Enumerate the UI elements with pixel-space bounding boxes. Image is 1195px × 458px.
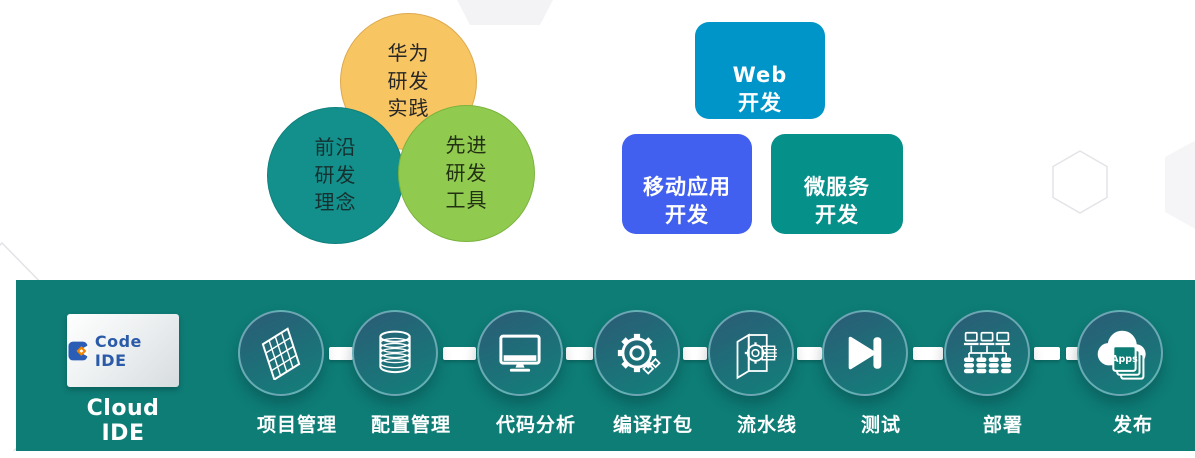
step-circle-pipeline [708, 310, 794, 396]
connector-bar [913, 347, 943, 360]
connector-bar [329, 347, 353, 360]
step-label: 编译打包 [612, 414, 693, 436]
step-label: 发布 [1112, 414, 1153, 436]
step-label: 部署 [982, 414, 1023, 436]
network-icon [963, 331, 1012, 374]
step-circle-deploy [944, 310, 1030, 396]
step-circle-release: Apps [1077, 310, 1163, 396]
venn-circle-frontier-concept: 前沿 研发 理念 [267, 107, 404, 244]
hexagon-shape [457, 0, 553, 25]
database-icon [379, 330, 411, 374]
cloud-apps-icon: Apps [1097, 330, 1146, 380]
hexagon-shape [1165, 140, 1195, 229]
connector-bar [797, 347, 822, 360]
step-circle-build-package [594, 310, 680, 396]
gear-icon [617, 333, 661, 375]
code-ide-logo-card: Code IDE [67, 314, 179, 387]
monitor-icon [499, 334, 541, 372]
hexagon-outline [1052, 150, 1108, 214]
connector-bar [566, 347, 593, 360]
connector-bar [683, 347, 707, 360]
project-grid-icon [261, 327, 301, 380]
scenario-box-web-dev: Web 开发 [695, 22, 825, 119]
step-circle-project-mgmt [238, 310, 324, 396]
apps-badge: Apps [1111, 354, 1138, 365]
step-label: 项目管理 [256, 414, 337, 436]
step-circle-config-mgmt [352, 310, 438, 396]
code-ide-logo-icon [68, 341, 88, 360]
venn-label: 先进 研发 工具 [445, 133, 488, 213]
step-label: 代码分析 [495, 414, 576, 436]
step-label: 配置管理 [370, 414, 451, 436]
step-circle-test [822, 310, 908, 396]
pipeline-icon [736, 333, 777, 380]
cloud-ide-caption: Cloud IDE [86, 396, 160, 446]
step-circle-code-analysis [477, 310, 563, 396]
scenario-box-mobile-dev: 移动应用 开发 [622, 134, 752, 234]
venn-label: 华为 研发 实践 [387, 41, 430, 121]
scenario-box-micro-dev: 微服务 开发 [771, 134, 903, 234]
venn-label: 前沿 研发 理念 [314, 135, 357, 215]
bottom-strip [0, 451, 1195, 458]
pipeline-banner: Code IDE Cloud IDE [16, 280, 1195, 451]
code-ide-brand: Code IDE [94, 331, 142, 370]
step-label: 流水线 [736, 414, 797, 436]
step-label: 测试 [860, 414, 901, 436]
scenario-label: 微服务 开发 [804, 175, 870, 227]
skip-end-icon [848, 336, 882, 370]
venn-circle-advanced-tools: 先进 研发 工具 [398, 105, 535, 242]
connector-bar [1034, 347, 1060, 360]
scenario-label: Web 开发 [732, 63, 788, 115]
scenario-label: 移动应用 开发 [643, 175, 731, 227]
connector-bar [443, 347, 476, 360]
